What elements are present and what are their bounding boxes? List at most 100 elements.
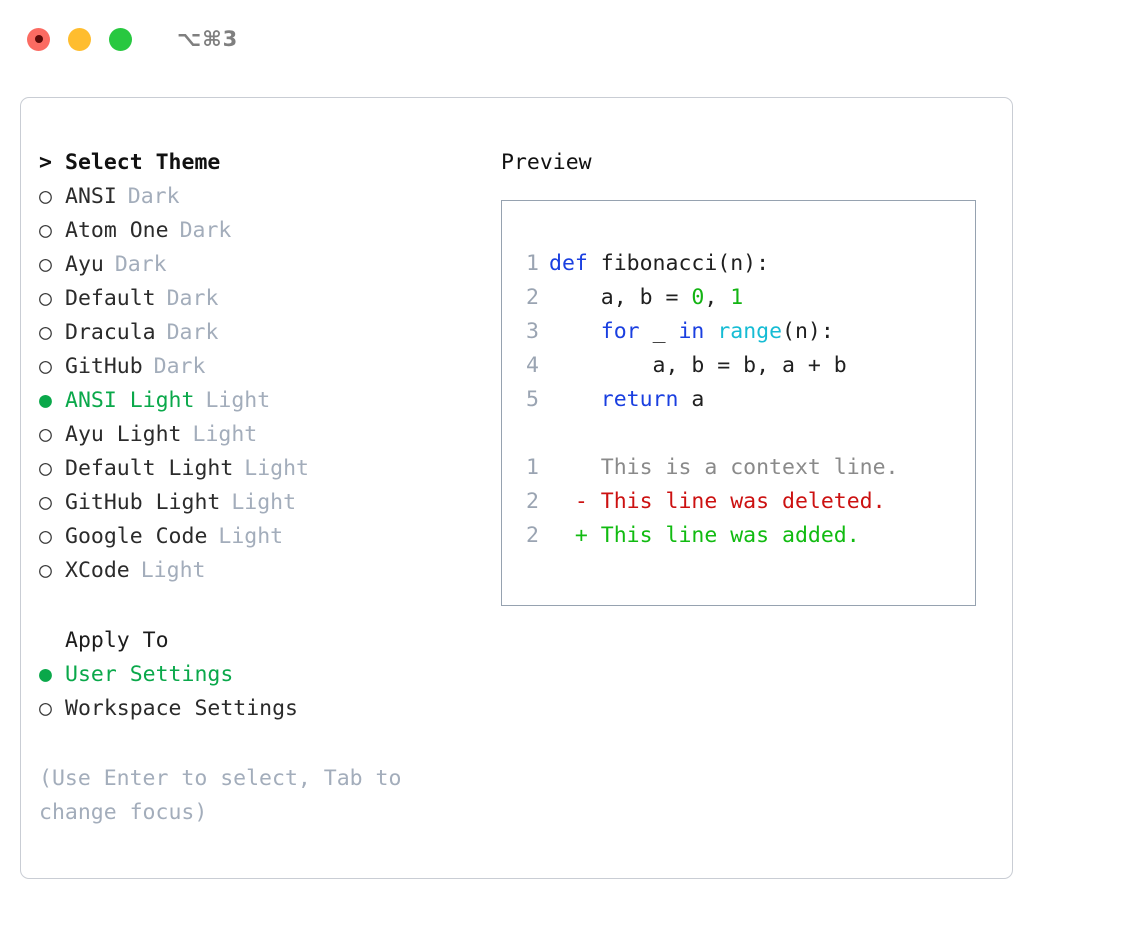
- theme-kind-label: Dark: [179, 218, 232, 243]
- diff-line: 1 This is a context line.: [513, 451, 899, 485]
- apply-to-header: Apply To: [65, 628, 169, 653]
- theme-kind-label: Light: [244, 456, 310, 481]
- diff-line-text: This is a context line.: [549, 455, 899, 480]
- theme-list-item[interactable]: ○ Google Code Light: [39, 520, 469, 554]
- code-token: fibonacci(n):: [600, 251, 770, 276]
- radio-empty-icon[interactable]: ○: [39, 218, 52, 243]
- theme-name-label: GitHub Light: [65, 490, 221, 515]
- theme-kind-label: Dark: [114, 252, 167, 277]
- code-token: [549, 387, 601, 412]
- theme-name-label: Ayu Light: [65, 422, 182, 447]
- close-button[interactable]: [27, 27, 50, 51]
- zoom-button[interactable]: [109, 27, 132, 51]
- theme-name-label: XCode: [65, 558, 130, 583]
- theme-name-label: Google Code: [65, 524, 208, 549]
- radio-empty-icon[interactable]: ○: [39, 524, 52, 549]
- theme-list-item[interactable]: ● ANSI Light Light: [39, 384, 469, 418]
- line-number: 4: [526, 353, 539, 378]
- code-token: ,: [704, 285, 731, 310]
- line-number: 5: [526, 387, 539, 412]
- theme-list-item[interactable]: ○ Dracula Dark: [39, 316, 469, 350]
- select-theme-header: > Select Theme: [39, 146, 469, 180]
- theme-name-label: Default: [65, 286, 156, 311]
- theme-name-label: Atom One: [65, 218, 169, 243]
- theme-list-item[interactable]: ○ Atom One Dark: [39, 214, 469, 248]
- code-token: 1: [730, 285, 744, 310]
- theme-list-item[interactable]: ○ XCode Light: [39, 554, 469, 588]
- radio-empty-icon[interactable]: ○: [39, 286, 52, 311]
- theme-list-item[interactable]: ○ Default Light Light: [39, 452, 469, 486]
- radio-empty-icon[interactable]: ○: [39, 252, 52, 277]
- code-line: 5 return a: [513, 383, 847, 417]
- caret-icon: >: [39, 150, 52, 175]
- window-controls: [27, 27, 132, 51]
- diff-line-text: + This line was added.: [549, 523, 860, 548]
- minimize-button[interactable]: [68, 27, 91, 51]
- apply-to-list[interactable]: ● User Settings ○ Workspace Settings: [39, 658, 469, 726]
- theme-kind-label: Light: [205, 388, 271, 413]
- theme-kind-label: Dark: [153, 354, 206, 379]
- theme-name-label: Dracula: [65, 320, 156, 345]
- radio-empty-icon[interactable]: ○: [39, 184, 52, 209]
- line-number: 1: [526, 251, 539, 276]
- theme-kind-label: Light: [140, 558, 206, 583]
- radio-empty-icon[interactable]: ○: [39, 696, 52, 721]
- code-line: 4 a, b = b, a + b: [513, 349, 847, 383]
- theme-kind-label: Dark: [166, 320, 219, 345]
- theme-kind-label: Light: [231, 490, 297, 515]
- theme-kind-label: Dark: [127, 184, 180, 209]
- theme-name-label: Default Light: [65, 456, 234, 481]
- code-token: for: [600, 319, 640, 344]
- code-token: 0: [691, 285, 705, 310]
- apply-to-option[interactable]: ○ Workspace Settings: [39, 692, 469, 726]
- code-token: return: [600, 387, 679, 412]
- preview-title: Preview: [501, 150, 592, 175]
- radio-empty-icon[interactable]: ○: [39, 320, 52, 345]
- line-number: 2: [526, 489, 539, 514]
- keyboard-shortcut-label: ⌥⌘3: [177, 27, 239, 51]
- theme-kind-label: Light: [218, 524, 284, 549]
- diff-line: 2 - This line was deleted.: [513, 485, 899, 519]
- radio-empty-icon[interactable]: ○: [39, 490, 52, 515]
- radio-selected-icon[interactable]: ●: [39, 388, 52, 413]
- theme-list-item[interactable]: ○ Ayu Light Light: [39, 418, 469, 452]
- code-token: (n):: [782, 319, 834, 344]
- line-number: 2: [526, 285, 539, 310]
- apply-to-label: Workspace Settings: [65, 696, 298, 721]
- theme-list-item[interactable]: ○ GitHub Dark: [39, 350, 469, 384]
- code-token: _: [639, 319, 679, 344]
- theme-kind-label: Light: [192, 422, 258, 447]
- title-bar: ⌥⌘3: [0, 0, 1140, 78]
- diff-sample: 1 This is a context line.2 - This line w…: [513, 451, 899, 553]
- theme-name-label: ANSI Light: [65, 388, 195, 413]
- code-token: range: [717, 319, 783, 344]
- diff-line: 2 + This line was added.: [513, 519, 899, 553]
- code-token: a, b =: [549, 285, 692, 310]
- radio-empty-icon[interactable]: ○: [39, 456, 52, 481]
- line-number: 1: [526, 455, 539, 480]
- radio-empty-icon[interactable]: ○: [39, 354, 52, 379]
- apply-to-option[interactable]: ● User Settings: [39, 658, 469, 692]
- radio-empty-icon[interactable]: ○: [39, 422, 52, 447]
- line-number: 2: [526, 523, 539, 548]
- code-line: 2 a, b = 0, 1: [513, 281, 847, 315]
- theme-list-item[interactable]: ○ GitHub Light Light: [39, 486, 469, 520]
- diff-line-text: - This line was deleted.: [549, 489, 886, 514]
- theme-name-label: GitHub: [65, 354, 143, 379]
- radio-empty-icon[interactable]: ○: [39, 558, 52, 583]
- theme-name-label: Ayu: [65, 252, 104, 277]
- code-token: [549, 319, 601, 344]
- apply-to-label: User Settings: [65, 662, 234, 687]
- radio-selected-icon[interactable]: ●: [39, 662, 52, 687]
- select-theme-title: Select Theme: [65, 150, 221, 175]
- theme-list-item[interactable]: ○ Ayu Dark: [39, 248, 469, 282]
